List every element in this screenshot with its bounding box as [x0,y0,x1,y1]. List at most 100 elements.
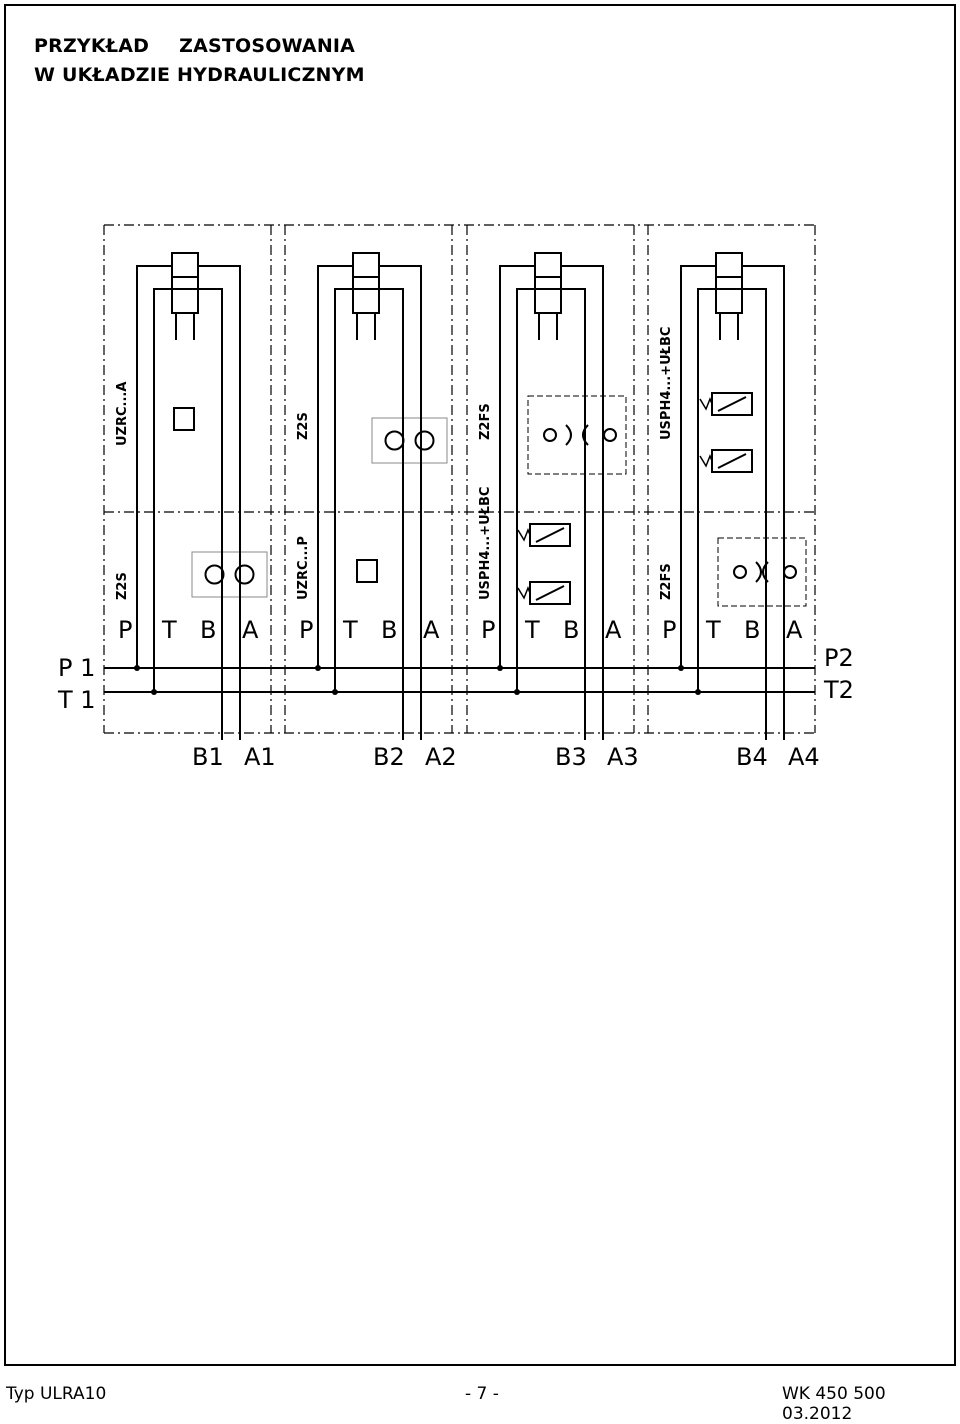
line-t [334,288,353,692]
output-label-b: B3 [555,743,587,771]
throttle-check [733,565,747,579]
footer-page: - 7 - [465,1384,499,1404]
footer-code: WK 450 500 [782,1384,886,1404]
module-label-lower: USPH4...+UŁBC [478,487,493,600]
valve-body-bottom [715,288,743,314]
hydraulic-lines [104,265,815,740]
pressure-switch-spring [517,527,531,542]
section-port-label: P [118,616,132,644]
section-port-label: T [161,616,177,644]
pressure-switch-contact [717,396,747,412]
valve-body-top [352,252,380,278]
module-label-upper: Z2FS [478,403,493,440]
throttle-box [717,537,807,607]
port-label-left: T 1 [57,686,96,714]
line-p [136,265,172,668]
section-port-label: A [786,616,803,644]
output-label-a: A1 [244,743,276,771]
section-port-label: P [481,616,495,644]
pressure-switch-contact [717,453,747,469]
throttle-box [527,395,627,475]
title-line2: W UKŁADZIE HYDRAULICZNYM [34,64,365,86]
valve-body-bottom [171,288,199,314]
valve-body-bottom [534,288,562,314]
pressure-switch-spring [699,396,713,411]
pressure-switch-spring [699,453,713,468]
footer-date: 03.2012 [782,1404,853,1424]
valve-sections [103,224,816,734]
pressure-switch-contact [535,527,565,543]
throttle-orifice [565,424,572,446]
valve-body-top [171,252,199,278]
check-valve-ball [384,430,405,451]
title-line1a: PRZYKŁAD [34,35,150,57]
check-valve-ball [204,564,225,585]
output-label-b: B1 [192,743,224,771]
pressure-switch-contact [535,585,565,601]
line-a [561,265,604,733]
valve-body-center [352,276,380,290]
section-port-label: A [242,616,259,644]
module-label-lower: UZRC...P [296,536,311,600]
valve-body-center [534,276,562,290]
line-b [198,288,223,733]
section-port-label: B [200,616,216,644]
throttle-check [543,428,557,442]
page-title: PRZYKŁAD ZASTOSOWANIA W UKŁADZIE HYDRAULI… [34,32,365,90]
line-t [697,288,716,692]
port-label-right: P2 [824,644,854,672]
check-valve-ball [234,564,255,585]
relief-valve [356,559,378,583]
line-a [379,265,422,733]
title-line1b: ZASTOSOWANIA [179,35,356,57]
output-label-a: A3 [607,743,639,771]
line-p [317,265,353,668]
line-b [379,288,404,733]
check-valve-ball [414,430,435,451]
section-port-label: B [381,616,397,644]
valve-body-center [171,276,199,290]
output-label-a: A2 [425,743,457,771]
pressure-switch-spring [517,585,531,600]
valve-body-center [715,276,743,290]
module-label-lower: Z2FS [659,563,674,600]
relief-valve [173,407,195,431]
line-b [742,288,767,733]
module-label-upper: USPH4...+UŁBC [659,327,674,440]
throttle-orifice [582,424,589,446]
section-port-label: T [342,616,358,644]
section-port-label: P [299,616,313,644]
module-label-lower: Z2S [115,572,130,600]
footer-type: Typ ULRA10 [6,1384,107,1404]
section-port-label: B [563,616,579,644]
throttle-check [783,565,797,579]
section-port-label: T [524,616,540,644]
line-a [742,265,785,733]
line-b [561,288,586,733]
port-label-right: T2 [823,676,854,704]
throttle-check [603,428,617,442]
check-valve-box [191,551,268,598]
line-p [499,265,535,668]
module-label-upper: Z2S [296,412,311,440]
page-border [4,4,956,1366]
section-port-label: B [744,616,760,644]
throttle-orifice [755,561,762,583]
line-p [680,265,716,668]
output-label-b: B2 [373,743,405,771]
module-label-upper: UZRC...A [115,382,130,446]
check-valve-box [371,417,448,464]
valve-body-top [715,252,743,278]
output-label-a: A4 [788,743,820,771]
section-port-label: T [705,616,721,644]
section-port-label: P [662,616,676,644]
valve-body-top [534,252,562,278]
line-a [198,265,241,733]
port-label-left: P 1 [58,654,95,682]
line-t [516,288,535,692]
footer-code-date: WK 450 50003.2012 [782,1384,960,1424]
section-port-label: A [605,616,622,644]
output-label-b: B4 [736,743,768,771]
